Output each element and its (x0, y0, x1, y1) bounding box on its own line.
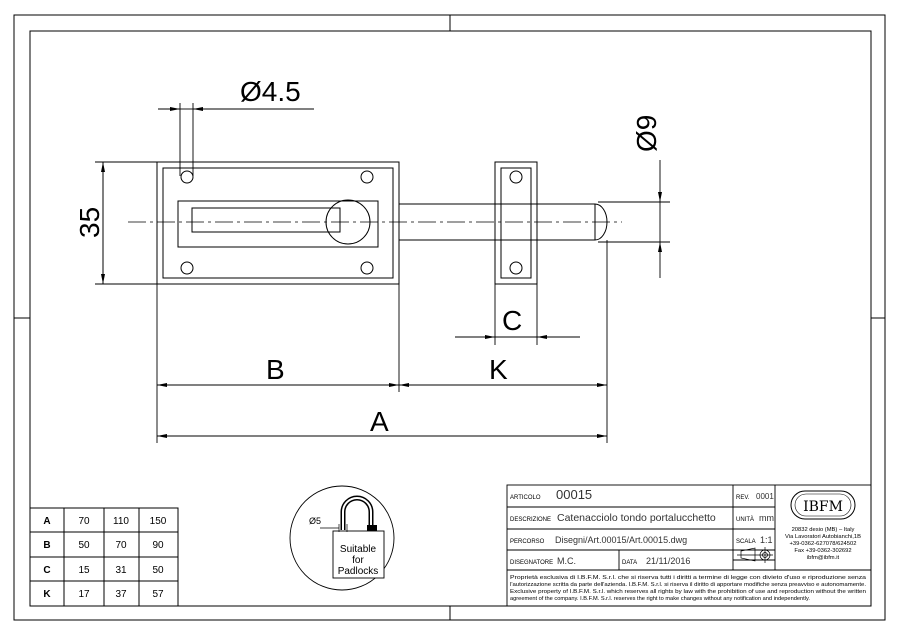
base-plate (156, 161, 400, 285)
size-cell: 110 (113, 516, 129, 527)
size-row-label: A (43, 516, 50, 527)
projection-symbol-icon (737, 547, 773, 563)
bolt-slot (191, 207, 341, 233)
unita-label: UNITÀ (736, 516, 754, 523)
dim-b-label: B (266, 354, 285, 385)
phone: +39-0362-627078/624502 (790, 541, 857, 547)
unita-value: mm (759, 513, 774, 523)
disegnatore-value: M.C. (557, 556, 576, 566)
bolt-latch-drawing (128, 161, 622, 285)
padlock-circle (289, 485, 395, 591)
data-value: 21/11/2016 (646, 556, 690, 566)
base-plate-inner (162, 167, 394, 279)
legal-line-4: agreement of the company. I.B.F.M. S.r.l… (510, 596, 810, 602)
size-cell: 17 (78, 589, 90, 600)
keeper-hole (509, 261, 523, 275)
sheet-border (13, 14, 886, 621)
size-cell: 90 (152, 540, 164, 551)
legal-line-2: l'autorizzazione scritta da parte dell'a… (510, 582, 866, 588)
dimension-labels: Ø4.5 35 Ø9 C B K A (74, 76, 662, 437)
padlock-dia-label: Ø5 (309, 516, 321, 526)
articolo-value: 00015 (556, 487, 592, 502)
data-label: DATA (622, 560, 637, 566)
height-label: 35 (74, 207, 105, 238)
mount-hole (180, 170, 194, 184)
email: ibfm@ibfm.it (807, 555, 840, 561)
pin-diameter-label: Ø9 (631, 115, 662, 152)
size-row-label: B (43, 540, 50, 551)
scala-value: 1:1 (760, 535, 773, 545)
rev-value: 0001 (756, 492, 774, 501)
size-cell: 50 (152, 565, 164, 576)
mount-hole (360, 261, 374, 275)
scala-label: SCALA (736, 539, 756, 545)
size-cell: 57 (152, 589, 164, 600)
company-logo: IBFM (790, 490, 856, 520)
descrizione-label: DESCRIZIONE (510, 517, 551, 523)
title-block-text: ARTICOLO 00015 REV. 0001 DESCRIZIONE Cat… (510, 487, 866, 602)
size-cell: 37 (115, 589, 127, 600)
dim-k-label: K (489, 354, 508, 385)
padlock-text-1: Suitable (340, 544, 377, 555)
rev-label: REV. (736, 495, 750, 501)
size-table: A 70 110 150 B 50 70 90 C 15 31 50 K 17 … (29, 507, 179, 607)
disegnatore-label: DISEGNATORE (510, 560, 553, 566)
size-cell: 50 (78, 540, 90, 551)
legal-line-1: Proprietà esclusiva di I.B.F.M. S.r.l. c… (510, 575, 866, 581)
percorso-label: PERCORSO (510, 539, 545, 545)
padlock-badge: Ø5 Suitable for Padlocks (289, 485, 395, 591)
keeper (494, 161, 538, 285)
padlock-text-2: for (352, 555, 364, 566)
dimension-lines (95, 103, 670, 443)
percorso-value: Disegni/Art.00015/Art.00015.dwg (555, 535, 687, 545)
descrizione-value: Catenacciolo tondo portalucchetto (557, 512, 716, 524)
address-line-1: 20832 desio (MB) – Italy (792, 527, 855, 533)
size-cell: 31 (115, 565, 127, 576)
padlock-text-3: Padlocks (338, 566, 379, 577)
title-block (506, 484, 872, 607)
hole-diameter-label: Ø4.5 (240, 76, 301, 107)
fax: Fax +39-0362-302692 (794, 548, 851, 554)
logo-text: IBFM (803, 499, 843, 515)
size-cell: 150 (150, 516, 167, 527)
mount-hole (360, 170, 374, 184)
size-cell: 70 (78, 516, 90, 527)
articolo-label: ARTICOLO (510, 495, 541, 501)
mount-hole (180, 261, 194, 275)
padlock-body (332, 530, 385, 579)
dim-c-label: C (502, 305, 522, 336)
address-line-2: Via Lavoratori Autobianchi,1B (785, 534, 861, 540)
size-cell: 15 (78, 565, 90, 576)
size-row-label: K (43, 589, 51, 600)
dim-a-label: A (370, 406, 389, 437)
size-row-label: C (43, 565, 50, 576)
size-cell: 70 (115, 540, 127, 551)
keeper-hole (509, 170, 523, 184)
legal-line-3: Exclusive property of I.B.F.M. S.r.l. wh… (510, 589, 866, 595)
